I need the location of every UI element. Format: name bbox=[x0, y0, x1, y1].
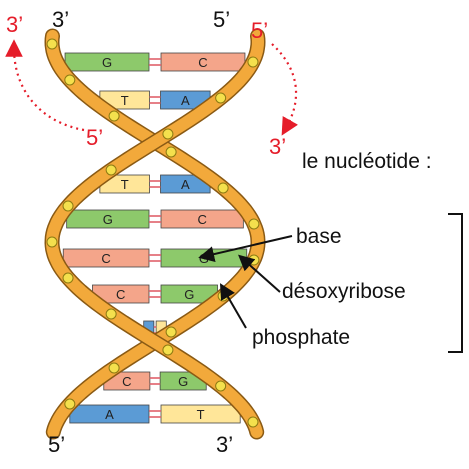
phosphate-group bbox=[105, 308, 117, 320]
end-label-top-left: 3’ bbox=[52, 7, 70, 32]
pointer-deoxyribose bbox=[238, 254, 281, 293]
phosphate-group bbox=[217, 182, 229, 194]
phosphate-group bbox=[108, 362, 120, 374]
base-letter: A bbox=[181, 177, 190, 192]
base-letter: G bbox=[103, 212, 113, 227]
strand-right bbox=[45, 30, 265, 438]
direction-label-right-top: 5’ bbox=[251, 18, 269, 43]
phosphate-group bbox=[165, 326, 177, 338]
nucleotide-title: le nucléotide : bbox=[302, 150, 432, 173]
direction-label-right-bottom: 3’ bbox=[269, 134, 287, 159]
pointer-base bbox=[198, 235, 293, 262]
annotations-layer bbox=[5, 39, 463, 353]
base-letter: C bbox=[198, 55, 207, 70]
base-letter: A bbox=[105, 407, 114, 422]
phosphate-group bbox=[247, 56, 259, 68]
end-label-bottom-right: 3’ bbox=[216, 432, 234, 457]
nucleotide-bracket bbox=[448, 213, 463, 353]
base-letter: G bbox=[102, 55, 112, 70]
label-phosphate: phosphate bbox=[252, 326, 351, 349]
base-letter: C bbox=[116, 287, 125, 302]
base-letter: C bbox=[122, 374, 131, 389]
label-base: base bbox=[296, 225, 342, 248]
phosphate-group bbox=[64, 398, 76, 410]
phosphate-group bbox=[165, 146, 177, 158]
phosphate-group bbox=[215, 92, 227, 104]
pointer-phosphate bbox=[219, 283, 247, 329]
base-letter: A bbox=[181, 93, 190, 108]
phosphate-group bbox=[108, 110, 120, 122]
phosphate-group bbox=[105, 164, 117, 176]
strands-layer bbox=[44, 28, 266, 440]
base-letter: G bbox=[184, 287, 194, 302]
phosphate-group bbox=[248, 254, 260, 266]
phosphate-group bbox=[247, 416, 259, 428]
base-letter: T bbox=[121, 177, 129, 192]
phosphate-group bbox=[46, 38, 58, 50]
phosphate-group bbox=[64, 74, 76, 86]
phosphate-group bbox=[62, 272, 74, 284]
label-deoxyribose: désoxyribose bbox=[282, 280, 406, 303]
phosphate-group bbox=[162, 128, 174, 140]
phosphate-group bbox=[215, 380, 227, 392]
phosphate-group bbox=[248, 218, 260, 230]
direction-label-left-top: 3’ bbox=[6, 12, 24, 37]
phosphate-group bbox=[46, 236, 58, 248]
phosphate-group bbox=[62, 200, 74, 212]
end-label-bottom-left: 5’ bbox=[48, 432, 66, 457]
base-letter: C bbox=[101, 251, 110, 266]
direction-label-left-bottom: 5’ bbox=[86, 125, 104, 150]
phosphate-group bbox=[162, 344, 174, 356]
end-label-top-right: 5’ bbox=[213, 7, 231, 32]
base-letter: T bbox=[197, 407, 205, 422]
base-letter: T bbox=[121, 93, 129, 108]
base-letter: C bbox=[197, 212, 206, 227]
base-letter: G bbox=[178, 374, 188, 389]
base-letter: G bbox=[199, 251, 209, 266]
direction-arrow-right bbox=[271, 43, 299, 136]
